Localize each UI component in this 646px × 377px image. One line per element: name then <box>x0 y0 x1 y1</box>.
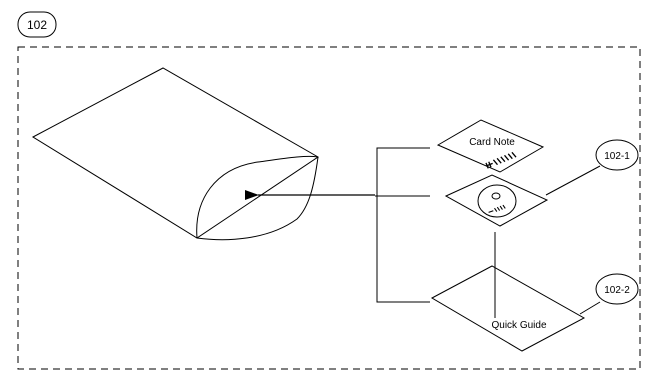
bracket <box>376 147 430 303</box>
ref-label-102-text: 102 <box>27 18 47 32</box>
leader-102-1 <box>545 165 601 196</box>
ref-label-102: 102 <box>17 11 57 38</box>
pouch <box>31 67 319 241</box>
quick-guide-label: Quick Guide <box>491 320 546 331</box>
card-note-label: Card Note <box>469 137 515 148</box>
disc-hole <box>491 192 501 200</box>
disc <box>477 184 517 218</box>
ref-label-102-2: 102-2 <box>595 273 639 305</box>
leader-102-2 <box>579 301 601 315</box>
card-note: Card Note <box>436 119 545 173</box>
disc-logo-mark <box>488 204 506 213</box>
ref-label-102-2-text: 102-2 <box>604 285 630 296</box>
quick-guide: Quick Guide <box>430 265 586 352</box>
ref-label-102-1: 102-1 <box>595 139 639 171</box>
card-note-logo-mark <box>485 151 517 169</box>
dashed-boundary <box>17 46 641 370</box>
ref-label-102-1-text: 102-1 <box>604 151 630 162</box>
disc-sleeve <box>444 174 549 227</box>
